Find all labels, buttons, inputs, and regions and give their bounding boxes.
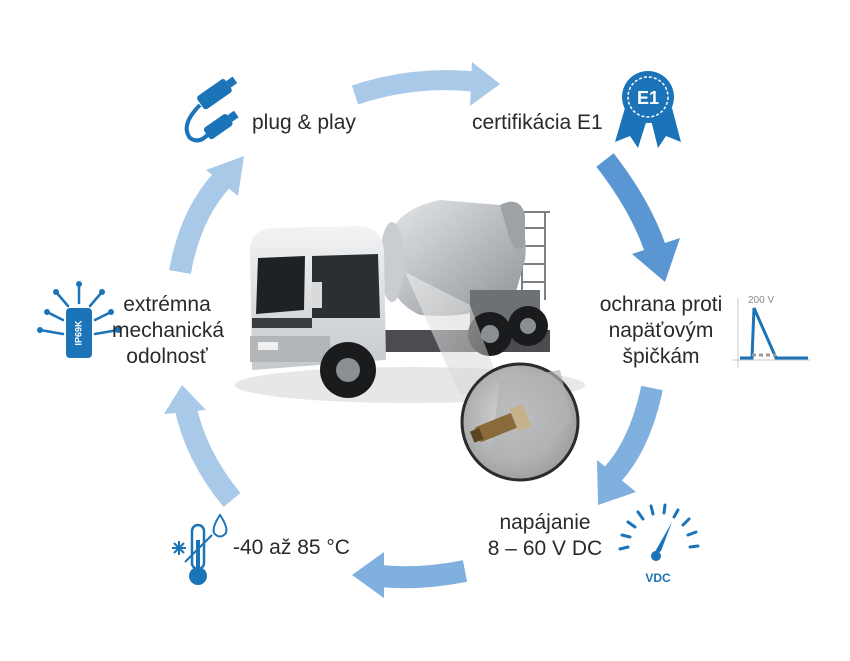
certification-label: certifikácia E1 xyxy=(472,111,603,134)
power-line-2: 8 – 60 V DC xyxy=(487,537,603,560)
surge-protection-label: ochrana proti napäťovým špičkám xyxy=(592,292,730,370)
award-badge-text: E1 xyxy=(637,88,659,108)
arrow-mech-to-plug xyxy=(169,156,244,275)
arrow-surge-to-power xyxy=(597,385,663,505)
surge-line-1: ochrana proti xyxy=(599,293,723,316)
gauge-text: VDC xyxy=(645,571,671,585)
arrow-cert-to-surge xyxy=(596,153,680,282)
sensor-closeup-inset xyxy=(460,362,580,482)
connector-cable-icon xyxy=(184,76,239,143)
arrow-plug-to-cert xyxy=(351,62,500,106)
power-supply-label: napájanie 8 – 60 V DC xyxy=(470,510,620,562)
mech-line-3: odolnosť xyxy=(126,345,208,368)
mech-line-1: extrémna xyxy=(123,293,211,316)
arrow-temp-to-mech xyxy=(164,385,241,507)
surge-line-3: špičkám xyxy=(622,345,700,368)
ip69k-label: IP69K xyxy=(73,320,83,346)
mech-line-2: mechanická xyxy=(112,319,225,342)
ip69k-sensor-icon: IP69K xyxy=(37,281,121,358)
arrow-power-to-temp xyxy=(352,552,468,598)
temperature-label: -40 až 85 °C xyxy=(233,536,350,559)
plug-play-label: plug & play xyxy=(252,111,356,134)
voltage-spike-graph-icon: 200 V xyxy=(732,295,810,368)
mechanical-resistance-label: extrémna mechanická odolnosť xyxy=(112,292,225,370)
surge-line-2: napäťovým xyxy=(608,319,714,342)
award-ribbon-icon: E1 xyxy=(615,71,681,148)
graph-voltage-label: 200 V xyxy=(748,295,774,306)
water-drop-icon xyxy=(212,513,228,538)
snowflake-icon xyxy=(172,541,186,555)
thermometer-icon xyxy=(172,513,228,585)
vdc-gauge-icon: VDC xyxy=(618,503,700,585)
power-line-1: napájanie xyxy=(499,511,591,534)
